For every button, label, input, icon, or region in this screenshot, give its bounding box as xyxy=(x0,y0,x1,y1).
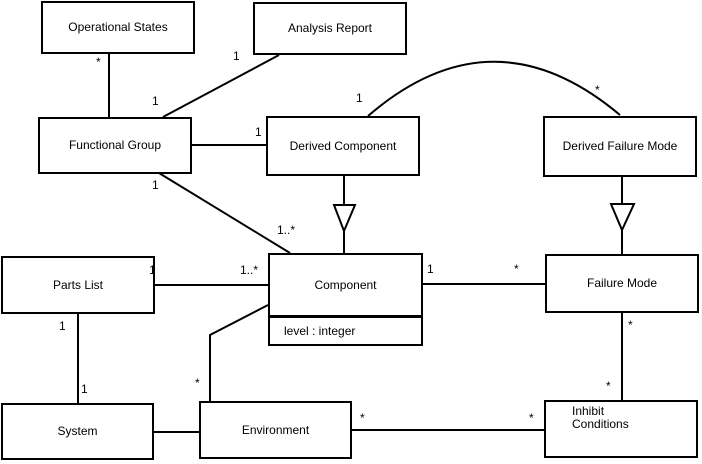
class-name: Functional Group xyxy=(68,138,162,152)
class-operational-states[interactable]: Operational States xyxy=(41,1,195,54)
class-name-compartment: Component xyxy=(270,255,421,318)
class-environment[interactable]: Environment xyxy=(199,401,352,459)
class-name: Component xyxy=(314,278,377,292)
class-derived-component[interactable]: Derived Component xyxy=(266,116,420,176)
multiplicity-arc-near-derived-component: 1 xyxy=(356,91,363,105)
multiplicity-partslist-component-near-partslist: 1 xyxy=(149,263,156,277)
multiplicity-failuremode-inhibit-near-inhibit: * xyxy=(606,379,611,393)
class-name-line2: Conditions xyxy=(572,417,629,431)
multiplicity-fg-report-near-fg: 1 xyxy=(152,94,159,108)
class-functional-group[interactable]: Functional Group xyxy=(38,117,192,174)
class-analysis-report[interactable]: Analysis Report xyxy=(253,2,407,55)
class-name: Environment xyxy=(241,422,310,437)
class-parts-list[interactable]: Parts List xyxy=(1,256,155,314)
multiplicity-component-failuremode-near-component: 1 xyxy=(427,262,434,276)
connector-functionalgroup-analysisreport xyxy=(162,54,280,118)
class-failure-mode[interactable]: Failure Mode xyxy=(545,254,699,313)
generalization-triangle-derivedfailuremode xyxy=(609,203,636,233)
multiplicity-failuremode-inhibit-near-failuremode: * xyxy=(628,318,633,332)
class-name: Parts List xyxy=(52,277,103,292)
class-name: Analysis Report xyxy=(287,21,373,35)
class-name: Derived Component xyxy=(289,138,397,153)
connector-functionalgroup-component xyxy=(158,172,291,254)
generalization-triangle-derivedcomponent xyxy=(332,204,357,234)
class-name: Failure Mode xyxy=(586,276,658,290)
connector-arc-derivedcomponent-derivedfailuremode xyxy=(367,60,621,117)
multiplicity-opstates-end: * xyxy=(96,55,101,69)
connector-component-environment xyxy=(209,304,269,401)
class-system[interactable]: System xyxy=(1,403,154,460)
class-name: Derived Failure Mode xyxy=(562,139,678,153)
class-name-line1: Inhibit xyxy=(572,404,605,418)
class-inhibit-conditions[interactable]: Inhibit Conditions xyxy=(544,400,698,458)
multiplicity-arc-near-derived-failure-mode: * xyxy=(595,83,600,97)
class-name: Operational States xyxy=(68,20,168,34)
class-name: System xyxy=(57,424,98,438)
multiplicity-partslist-system-near-partslist: 1 xyxy=(59,319,66,333)
multiplicity-environment-inhibit-near-environment: * xyxy=(360,411,365,425)
class-component[interactable]: Component level : integer xyxy=(268,253,423,346)
multiplicity-fg-report-near-report: 1 xyxy=(233,49,240,63)
multiplicity-environment-inhibit-near-inhibit: * xyxy=(529,411,534,425)
class-attribute-compartment: level : integer xyxy=(270,318,421,344)
class-derived-failure-mode[interactable]: Derived Failure Mode xyxy=(543,116,697,177)
multiplicity-component-environment-near-environment: * xyxy=(195,376,200,390)
multiplicity-fg-component-near-fg: 1 xyxy=(152,178,159,192)
multiplicity-partslist-system-near-system: 1 xyxy=(81,382,88,396)
multiplicity-partslist-component-near-component: 1..* xyxy=(240,263,259,277)
multiplicity-fg-dc-near-dc: 1 xyxy=(255,125,262,139)
multiplicity-component-failuremode-near-failuremode: * xyxy=(514,262,519,276)
class-attribute: level : integer xyxy=(284,324,356,338)
multiplicity-fg-component-near-component: 1..* xyxy=(277,223,296,237)
